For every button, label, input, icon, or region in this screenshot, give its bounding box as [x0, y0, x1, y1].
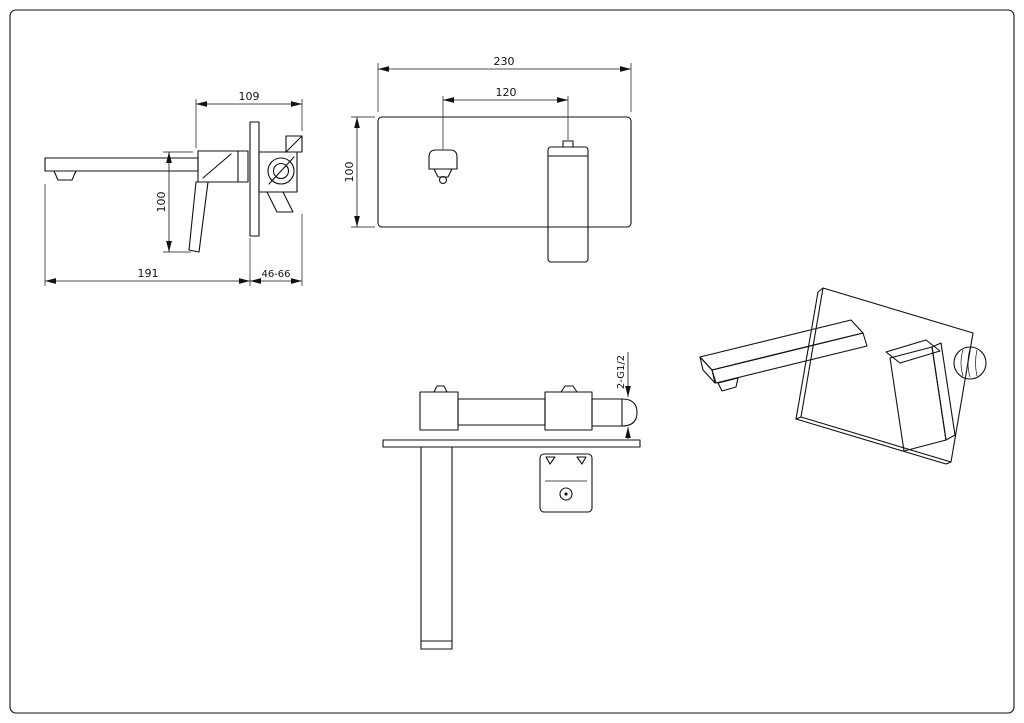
side-knob-iso [953, 346, 987, 380]
wall-plate-plan [382, 439, 641, 448]
handle-screw-hole [559, 487, 573, 501]
plate-thickness-edges [795, 287, 952, 465]
spout-iso-front [711, 332, 868, 384]
side-view-outline [44, 121, 303, 253]
front-view-outline [377, 96, 632, 263]
dim-wall-depth-label: 46-66 [261, 269, 290, 280]
dim-plate-height-label: 100 [343, 162, 356, 183]
cartridge-housing-plan [544, 391, 593, 431]
spout-iso-top [699, 319, 864, 371]
handle-iso-front [889, 346, 947, 452]
cartridge-circle [267, 157, 295, 185]
valve-body-side [197, 150, 249, 183]
dim-inlet-thread-label: 2-G1/2 [616, 355, 627, 389]
dim-hole-spacing-label: 120 [496, 86, 517, 99]
dim-plate-width-label: 230 [494, 55, 515, 68]
front-view: 230 120 100 [343, 55, 632, 263]
front-view-dimensions: 230 120 100 [343, 55, 632, 228]
dim-top-width-label: 109 [239, 90, 260, 103]
check-valve [285, 135, 303, 153]
spout-front [428, 149, 458, 170]
side-view-dimensions: 109 100 191 46-66 [44, 90, 303, 286]
plan-view-dimensions: 2-G1/2 [616, 352, 631, 439]
wall-plate-iso [800, 287, 974, 463]
wall-plate-front [377, 116, 632, 228]
knob-knurling [960, 348, 978, 378]
dim-spout-reach-label: 191 [138, 267, 159, 280]
aerator-side [53, 170, 77, 181]
handle-front [547, 146, 589, 263]
inlet-cylinder-plan [591, 398, 638, 427]
outlet-stub [266, 191, 294, 213]
handle-stem-iso [885, 339, 941, 364]
spout-plan [420, 446, 453, 650]
handle-top-nub [562, 140, 574, 148]
spout-elbow-plan [419, 391, 459, 431]
handle-plan [539, 453, 593, 513]
sheet-border [9, 9, 1015, 714]
wall-plate-side [249, 121, 260, 237]
spout-iso-tip [699, 356, 716, 384]
isometric-view [699, 287, 987, 465]
dim-height-label: 100 [155, 192, 168, 213]
plan-view: 2-G1/2 [382, 352, 641, 650]
body-bar-plan [457, 398, 546, 426]
aerator-iso [717, 377, 739, 392]
aerator-front [438, 175, 448, 185]
spout-side [44, 157, 199, 172]
side-view: 109 100 191 46-66 [44, 90, 303, 286]
handle-iso-side [931, 342, 956, 441]
handle-lever-side [188, 181, 209, 253]
plan-view-outline [382, 385, 641, 650]
